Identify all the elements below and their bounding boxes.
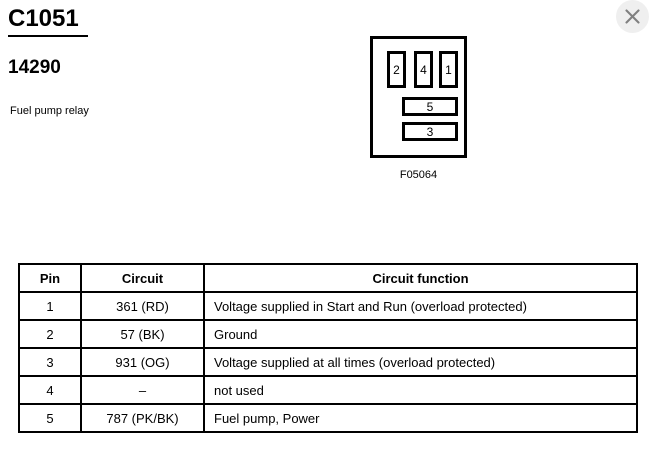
cell-function: Voltage supplied in Start and Run (overl… — [203, 291, 638, 321]
table-header-row: Pin Circuit Circuit function — [18, 263, 638, 293]
cell-pin: 2 — [18, 319, 82, 349]
connector-code: C1051 — [8, 5, 79, 32]
cell-circuit: 57 (BK) — [80, 319, 205, 349]
cell-pin: 5 — [18, 403, 82, 433]
cell-circuit: 931 (OG) — [80, 347, 205, 377]
pin-table: Pin Circuit Circuit function 1 361 (RD) … — [18, 263, 638, 433]
cell-circuit: – — [80, 375, 205, 405]
cell-pin: 3 — [18, 347, 82, 377]
connector-diagram: 2 4 1 5 3 — [370, 36, 467, 158]
table-header-function: Circuit function — [203, 263, 638, 293]
diagram-pin-3: 3 — [402, 122, 458, 141]
component-name: Fuel pump relay — [10, 105, 89, 117]
cell-circuit: 361 (RD) — [80, 291, 205, 321]
cell-function: Voltage supplied at all times (overload … — [203, 347, 638, 377]
diagram-pin-4: 4 — [414, 51, 433, 88]
cell-function: Ground — [203, 319, 638, 349]
cell-circuit: 787 (PK/BK) — [80, 403, 205, 433]
cell-function: not used — [203, 375, 638, 405]
cell-function: Fuel pump, Power — [203, 403, 638, 433]
diagram-caption: F05064 — [399, 169, 438, 181]
diagram-pin-2: 2 — [387, 51, 406, 88]
cell-pin: 1 — [18, 291, 82, 321]
table-row: 2 57 (BK) Ground — [18, 319, 638, 349]
table-row: 3 931 (OG) Voltage supplied at all times… — [18, 347, 638, 377]
close-button[interactable] — [616, 0, 649, 33]
cell-pin: 4 — [18, 375, 82, 405]
table-row: 4 – not used — [18, 375, 638, 405]
connector-code-underline — [8, 35, 88, 37]
diagram-pin-1: 1 — [439, 51, 458, 88]
diagram-pin-5: 5 — [402, 97, 458, 116]
table-header-pin: Pin — [18, 263, 82, 293]
table-header-circuit: Circuit — [80, 263, 205, 293]
table-row: 1 361 (RD) Voltage supplied in Start and… — [18, 291, 638, 321]
table-row: 5 787 (PK/BK) Fuel pump, Power — [18, 403, 638, 433]
part-number: 14290 — [8, 57, 61, 78]
close-icon — [624, 8, 641, 25]
